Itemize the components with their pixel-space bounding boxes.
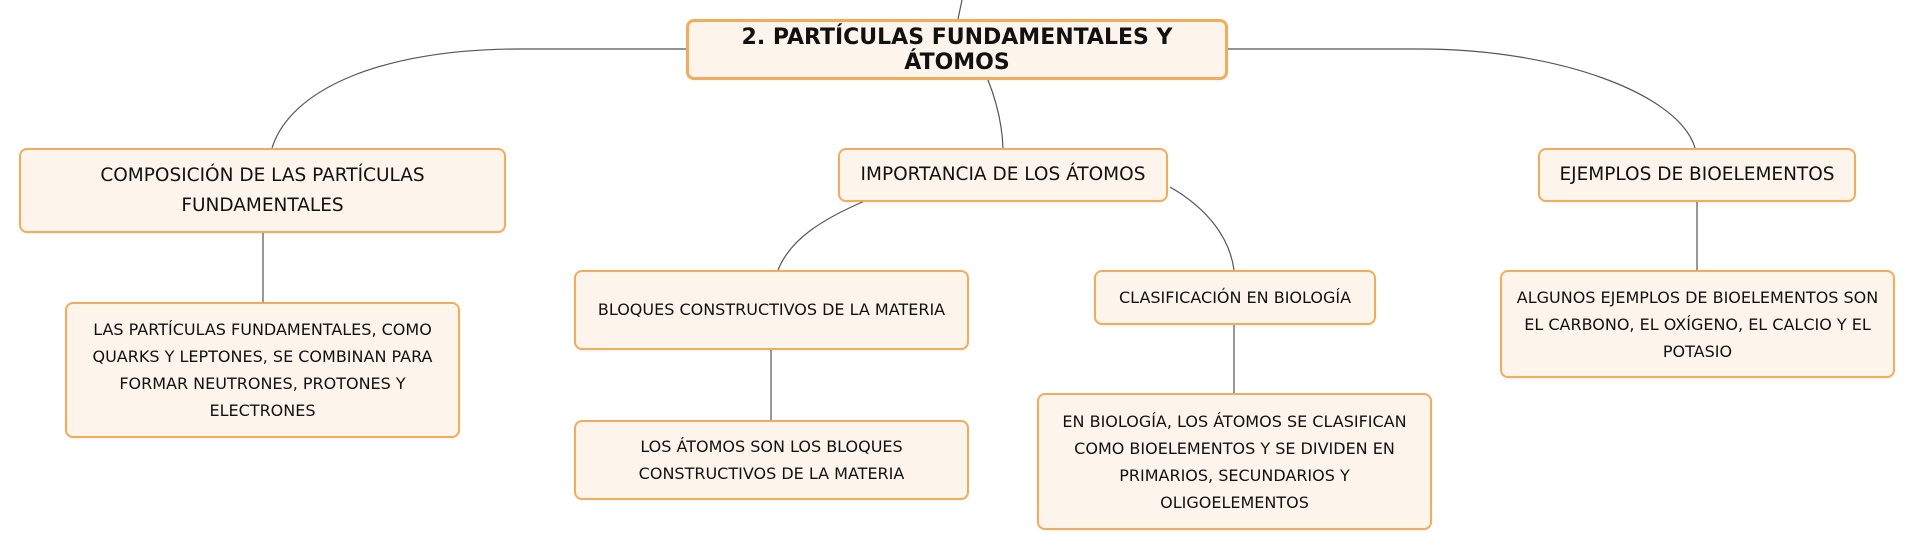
clasificacion-label: CLASIFICACIÓN EN BIOLOGÍA (1118, 287, 1352, 307)
node-bloques[interactable]: BLOQUES CONSTRUCTIVOS DE LA MATERIA (574, 270, 969, 350)
node-ejemplos-detail[interactable]: ALGUNOS EJEMPLOS DE BIOELEMENTOS SON EL … (1500, 270, 1895, 378)
connector-importancia-bloques (777, 199, 868, 271)
node-ejemplos[interactable]: EJEMPLOS DE BIOELEMENTOS (1538, 148, 1856, 202)
bloques-detail-text: LOS ÁTOMOS SON LOS BLOQUES CONSTRUCTIVOS… (638, 437, 905, 483)
composicion-label: COMPOSICIÓN DE LAS PARTÍCULAS FUNDAMENTA… (100, 164, 425, 216)
connector-parent-root (957, 0, 963, 20)
importancia-label: IMPORTANCIA DE LOS ÁTOMOS (860, 164, 1146, 185)
bloques-label: BLOQUES CONSTRUCTIVOS DE LA MATERIA (597, 300, 946, 319)
clasificacion-detail-text: EN BIOLOGÍA, LOS ÁTOMOS SE CLASIFICAN CO… (1062, 411, 1407, 512)
connector-root-importancia (987, 79, 1004, 149)
node-composicion-detail[interactable]: LAS PARTÍCULAS FUNDAMENTALES, COMO QUARK… (65, 302, 460, 438)
connector-importancia-clasificacion (1169, 186, 1235, 271)
connector-root-composicion (271, 48, 686, 149)
root-label: 2. PARTÍCULAS FUNDAMENTALES Y ÁTOMOS (741, 24, 1173, 75)
node-clasificacion[interactable]: CLASIFICACIÓN EN BIOLOGÍA (1094, 270, 1376, 325)
root-node[interactable]: 2. PARTÍCULAS FUNDAMENTALES Y ÁTOMOS (686, 19, 1228, 80)
composicion-detail-text: LAS PARTÍCULAS FUNDAMENTALES, COMO QUARK… (92, 320, 433, 420)
ejemplos-label: EJEMPLOS DE BIOELEMENTOS (1559, 164, 1835, 185)
node-clasificacion-detail[interactable]: EN BIOLOGÍA, LOS ÁTOMOS SE CLASIFICAN CO… (1037, 393, 1432, 530)
connector-root-ejemplos (1226, 48, 1696, 149)
node-bloques-detail[interactable]: LOS ÁTOMOS SON LOS BLOQUES CONSTRUCTIVOS… (574, 420, 969, 500)
node-composicion[interactable]: COMPOSICIÓN DE LAS PARTÍCULAS FUNDAMENTA… (19, 148, 506, 233)
node-importancia[interactable]: IMPORTANCIA DE LOS ÁTOMOS (838, 148, 1168, 202)
ejemplos-detail-text: ALGUNOS EJEMPLOS DE BIOELEMENTOS SON EL … (1516, 287, 1879, 361)
